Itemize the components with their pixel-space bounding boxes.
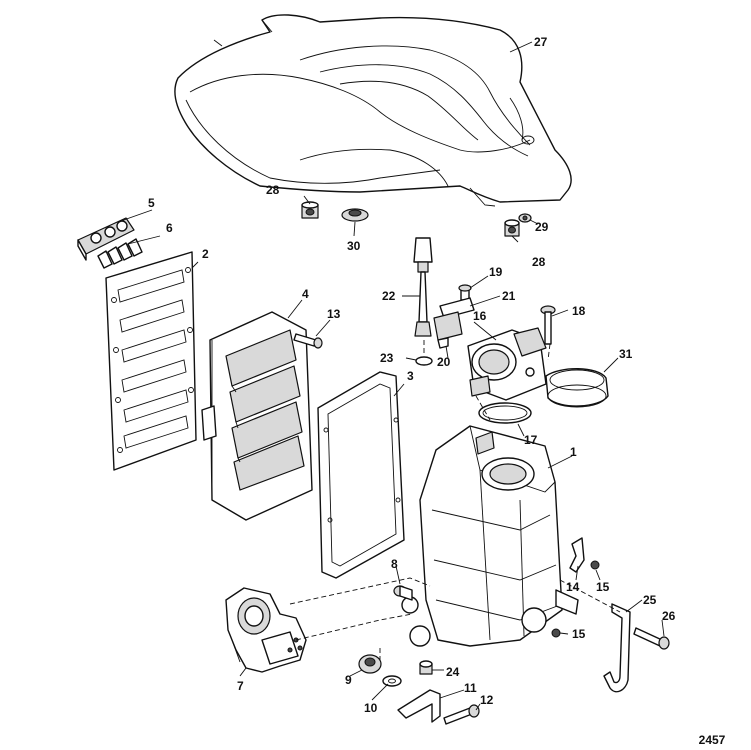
screw-24 bbox=[419, 660, 433, 675]
callout-9: 9 bbox=[345, 673, 352, 687]
callout-10: 10 bbox=[364, 701, 378, 715]
reed-block bbox=[77, 217, 135, 261]
o-ring-23 bbox=[415, 356, 433, 366]
grommet-28-right bbox=[504, 219, 520, 237]
bracket-21 bbox=[439, 297, 475, 319]
throttle-body-16 bbox=[467, 327, 547, 401]
grommet-28-left bbox=[301, 201, 319, 219]
callout-11: 11 bbox=[464, 681, 477, 695]
clip-14 bbox=[569, 537, 585, 573]
callout-27: 27 bbox=[534, 35, 548, 49]
bracket-25 bbox=[603, 603, 631, 693]
screw-19 bbox=[458, 284, 472, 301]
callout-25: 25 bbox=[643, 593, 657, 607]
callout-28-left: 28 bbox=[266, 183, 280, 197]
callout-12: 12 bbox=[480, 693, 494, 707]
callout-14: 14 bbox=[566, 580, 580, 594]
gasket-3 bbox=[317, 371, 405, 579]
callout-5: 5 bbox=[148, 196, 155, 210]
grommet-29 bbox=[518, 213, 532, 223]
washer-10 bbox=[382, 675, 402, 687]
callout-23: 23 bbox=[380, 351, 394, 365]
engine-cover bbox=[174, 14, 572, 207]
screw-15-upper bbox=[590, 560, 600, 570]
leader-lines bbox=[117, 41, 665, 711]
callout-29: 29 bbox=[535, 220, 549, 234]
callout-6: 6 bbox=[166, 221, 173, 235]
screw-15-lower bbox=[551, 628, 561, 638]
gasket-2 bbox=[105, 251, 197, 471]
callout-15-lower: 15 bbox=[572, 627, 586, 641]
callout-20: 20 bbox=[437, 355, 451, 369]
sensor-22 bbox=[413, 237, 433, 337]
callout-16: 16 bbox=[473, 309, 487, 323]
callout-18: 18 bbox=[572, 304, 586, 318]
callout-15-upper: 15 bbox=[596, 580, 610, 594]
callout-4: 4 bbox=[302, 287, 309, 301]
callout-17: 17 bbox=[524, 433, 538, 447]
screw-18 bbox=[540, 305, 556, 345]
screw-12 bbox=[443, 704, 480, 725]
callout-26: 26 bbox=[662, 609, 676, 623]
fuel-pump-7 bbox=[225, 587, 307, 673]
callout-19: 19 bbox=[489, 265, 503, 279]
intake-plate-4 bbox=[201, 311, 313, 521]
callout-1: 1 bbox=[570, 445, 577, 459]
callout-7: 7 bbox=[237, 679, 244, 693]
callout-8: 8 bbox=[391, 557, 398, 571]
callout-3: 3 bbox=[407, 369, 414, 383]
callout-28-right: 28 bbox=[532, 255, 546, 269]
intake-manifold-1 bbox=[401, 425, 579, 647]
callout-labels: 27 28 30 28 29 5 6 2 4 13 3 22 23 19 21 … bbox=[148, 35, 676, 715]
reference-number: 2457 bbox=[699, 733, 726, 747]
callout-21: 21 bbox=[502, 289, 516, 303]
callout-31: 31 bbox=[619, 347, 633, 361]
callout-22: 22 bbox=[382, 289, 396, 303]
fitting-8 bbox=[393, 585, 413, 601]
bracket-11 bbox=[397, 689, 441, 723]
callout-13: 13 bbox=[327, 307, 341, 321]
seal-ring-31 bbox=[545, 368, 609, 408]
callout-2: 2 bbox=[202, 247, 209, 261]
o-ring-17 bbox=[478, 402, 532, 424]
callout-24: 24 bbox=[446, 665, 460, 679]
callout-30: 30 bbox=[347, 239, 361, 253]
sensor-20 bbox=[433, 311, 463, 349]
grommet-9 bbox=[358, 654, 382, 674]
screw-13 bbox=[293, 333, 323, 349]
grommet-30 bbox=[341, 208, 369, 222]
assembly-lines bbox=[289, 340, 621, 664]
screw-26 bbox=[633, 627, 670, 650]
